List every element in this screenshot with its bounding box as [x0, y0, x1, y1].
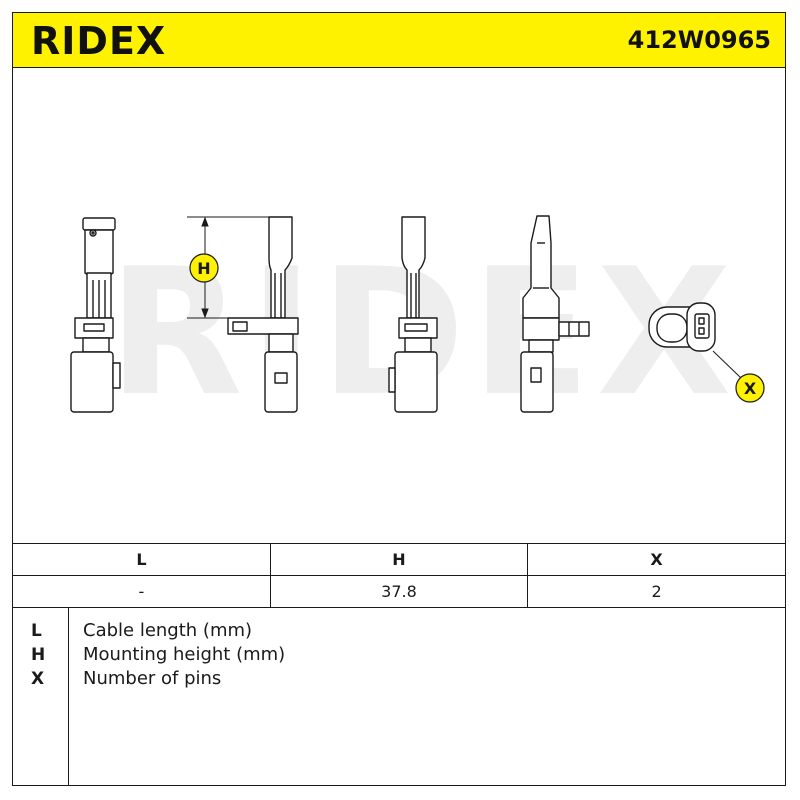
- legend-item: L Cable length (mm): [13, 619, 785, 643]
- legend-key: X: [31, 669, 45, 689]
- spec-table-header-row: L H X: [13, 543, 785, 576]
- value-x: 2: [527, 575, 785, 608]
- svg-text:H: H: [197, 259, 210, 278]
- legend-text: Number of pins: [83, 668, 222, 689]
- legend-text: Cable length (mm): [83, 620, 253, 641]
- svg-text:X: X: [744, 379, 757, 398]
- brand-logo: RIDEX: [31, 19, 167, 63]
- legend-key: H: [31, 645, 46, 665]
- value-h: 37.8: [269, 575, 528, 608]
- spec-table: L H X - 37.8 2: [13, 543, 785, 608]
- sensor-side-view: [227, 216, 299, 413]
- legend-text: Mounting height (mm): [83, 644, 286, 665]
- spec-table-value-row: - 37.8 2: [13, 575, 785, 608]
- value-l: -: [13, 575, 271, 608]
- header-bar: RIDEX 412W0965: [13, 13, 785, 68]
- header-h: H: [269, 543, 528, 576]
- connector-end-view: [648, 302, 716, 352]
- legend-item: H Mounting height (mm): [13, 643, 785, 667]
- legend-item: X Number of pins: [13, 667, 785, 691]
- sensor-back-view: [388, 216, 438, 413]
- legend-divider: [68, 607, 69, 785]
- part-number: 412W0965: [627, 26, 771, 54]
- legend: L Cable length (mm) H Mounting height (m…: [13, 607, 785, 785]
- technical-drawing: RIDEX: [13, 68, 785, 543]
- h-marker-icon: H: [189, 253, 219, 283]
- header-x: X: [527, 543, 785, 576]
- legend-key: L: [31, 621, 42, 641]
- x-marker-icon: X: [735, 373, 765, 403]
- sensor-front-view: [70, 217, 121, 413]
- product-sheet: RIDEX 412W0965 RIDEX: [12, 12, 786, 786]
- header-l: L: [13, 543, 271, 576]
- sensor-profile-view: [520, 215, 590, 413]
